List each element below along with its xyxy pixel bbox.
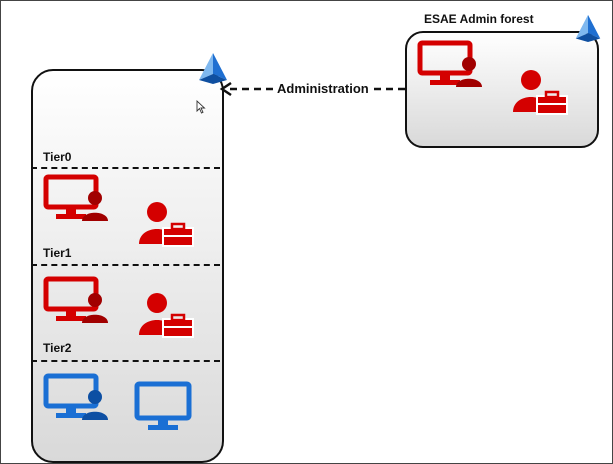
tier0-admin-user-icon	[139, 202, 194, 247]
administration-label: Administration	[275, 81, 371, 96]
tier2-monitor-icon	[134, 381, 192, 430]
tier2-user-workstation-icon	[43, 373, 108, 420]
tier2-divider	[31, 360, 220, 362]
admin-workstation-icon	[417, 40, 482, 87]
tier0-label: Tier0	[43, 150, 72, 164]
tier1-admin-user-icon	[139, 293, 194, 338]
tier1-label: Tier1	[43, 246, 72, 260]
tier2-label: Tier2	[43, 341, 72, 355]
esae-admin-forest-panel	[405, 31, 599, 148]
mouse-cursor-icon	[196, 99, 206, 114]
esae-title: ESAE Admin forest	[424, 12, 534, 26]
tier1-admin-workstation-icon	[43, 276, 108, 323]
tier1-divider	[31, 264, 220, 266]
admin-user-toolbox-icon	[513, 70, 568, 115]
tier0-divider	[31, 167, 220, 169]
production-forest-panel	[31, 69, 224, 463]
tier0-admin-workstation-icon	[43, 174, 108, 221]
azure-pyramid-icon	[575, 14, 601, 42]
azure-pyramid-icon	[199, 53, 227, 84]
